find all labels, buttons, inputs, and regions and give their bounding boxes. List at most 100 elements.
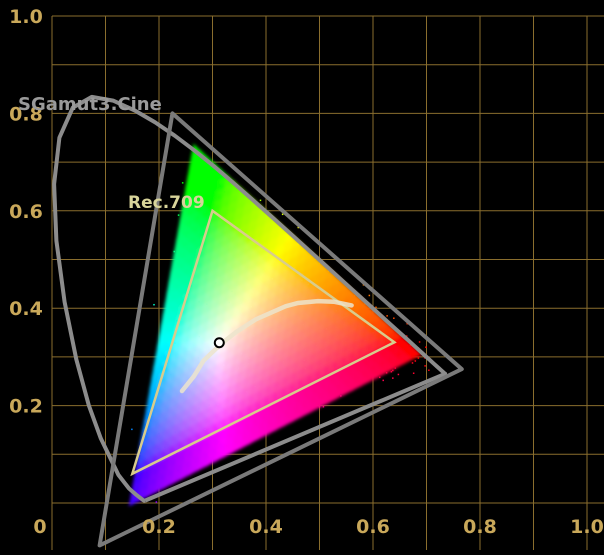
cloud-speck bbox=[291, 405, 293, 407]
cloud-speck bbox=[250, 305, 253, 308]
cloud-speck bbox=[214, 282, 217, 284]
cloud-speck bbox=[156, 458, 158, 460]
cloud-speck bbox=[345, 374, 347, 376]
cloud-speck bbox=[164, 446, 166, 449]
cloud-speck bbox=[219, 394, 222, 396]
cloud-speck bbox=[278, 353, 280, 356]
cloud-speck bbox=[368, 367, 371, 370]
cloud-speck bbox=[342, 323, 345, 326]
sgamut3-cine-triangle bbox=[97, 111, 464, 548]
rec709-label: Rec.709 bbox=[128, 193, 205, 213]
cloud-speck bbox=[171, 285, 174, 287]
cloud-speck bbox=[265, 366, 268, 369]
cloud-speck bbox=[176, 469, 179, 472]
cloud-speck bbox=[329, 323, 331, 326]
cloud-speck bbox=[153, 303, 155, 306]
cloud-speck bbox=[321, 276, 323, 279]
cloud-speck bbox=[352, 375, 355, 377]
cloud-speck bbox=[246, 390, 248, 393]
cloud-speck bbox=[144, 457, 146, 460]
cloud-speck bbox=[428, 369, 430, 371]
cloud-speck bbox=[204, 428, 206, 431]
cloud-speck bbox=[327, 270, 330, 272]
cloud-speck bbox=[343, 316, 345, 318]
cloud-speck bbox=[406, 322, 408, 325]
cloud-speck bbox=[324, 284, 326, 286]
cloud-speck bbox=[365, 365, 368, 367]
cloud-speck bbox=[397, 373, 400, 376]
cloud-speck bbox=[315, 344, 318, 347]
cloud-speck bbox=[226, 209, 229, 211]
cloud-speck bbox=[326, 282, 329, 285]
cloud-speck bbox=[392, 369, 394, 372]
cloud-speck bbox=[155, 501, 158, 503]
cloud-speck bbox=[304, 367, 307, 370]
cloud-speck bbox=[342, 388, 344, 391]
cloud-speck bbox=[394, 351, 397, 354]
x-tick-label: 0.4 bbox=[249, 516, 283, 538]
cloud-speck bbox=[174, 431, 176, 434]
cloud-speck bbox=[340, 374, 342, 376]
cloud-speck bbox=[346, 336, 348, 338]
cloud-speck bbox=[338, 309, 341, 312]
spectral-locus bbox=[52, 94, 448, 503]
cloud-speck bbox=[310, 348, 313, 351]
cloud-speck bbox=[341, 317, 344, 319]
cloud-speck bbox=[409, 353, 412, 355]
cloud-speck bbox=[235, 411, 237, 414]
cloud-speck bbox=[351, 365, 354, 367]
cloud-speck bbox=[331, 374, 333, 377]
cloud-speck bbox=[291, 263, 293, 265]
cloud-speck bbox=[393, 358, 395, 360]
cloud-speck bbox=[326, 336, 329, 338]
cloud-speck bbox=[392, 363, 395, 365]
cloud-speck bbox=[297, 226, 300, 229]
cloud-speck bbox=[158, 432, 160, 435]
cloud-speck bbox=[308, 270, 311, 272]
cloud-speck bbox=[303, 359, 306, 362]
cloud-speck bbox=[336, 334, 338, 336]
cloud-speck bbox=[199, 202, 201, 204]
cloud-speck bbox=[318, 383, 321, 386]
cloud-speck bbox=[418, 341, 421, 343]
cloud-speck bbox=[259, 199, 262, 202]
cloud-speck bbox=[292, 368, 294, 370]
x-tick-label: 0.2 bbox=[142, 516, 176, 538]
cloud-speck bbox=[394, 367, 397, 369]
cloud-speck bbox=[245, 411, 247, 413]
cloud-speck bbox=[228, 301, 230, 304]
cloud-speck bbox=[181, 182, 184, 184]
cloud-speck bbox=[176, 452, 178, 454]
cloud-speck bbox=[389, 351, 392, 354]
cloud-speck bbox=[211, 417, 214, 420]
cloud-speck bbox=[178, 465, 181, 467]
cloud-speck bbox=[200, 379, 203, 381]
cloud-speck bbox=[402, 348, 404, 351]
cloud-speck bbox=[312, 309, 314, 311]
cloud-speck bbox=[172, 461, 174, 464]
cloud-speck bbox=[364, 339, 366, 342]
white-point-marker bbox=[213, 337, 225, 349]
cloud-speck bbox=[354, 339, 357, 342]
cloud-speck bbox=[289, 326, 292, 329]
cloud-speck bbox=[360, 311, 362, 313]
cloud-speck bbox=[194, 349, 196, 352]
cloud-speck bbox=[356, 339, 358, 342]
cloud-speck bbox=[135, 478, 137, 480]
cloud-speck bbox=[335, 383, 338, 385]
cloud-speck bbox=[378, 370, 380, 373]
cloud-speck bbox=[313, 402, 316, 404]
planckian-locus bbox=[179, 298, 354, 394]
cloud-speck bbox=[408, 349, 410, 351]
cloud-speck bbox=[246, 392, 249, 394]
cloud-speck bbox=[175, 320, 178, 322]
cloud-speck bbox=[247, 362, 249, 365]
cloud-speck bbox=[318, 406, 321, 408]
cloud-speck bbox=[367, 352, 369, 355]
cloud-speck bbox=[307, 283, 309, 286]
cloud-speck bbox=[425, 346, 427, 348]
cloud-speck bbox=[382, 341, 385, 344]
cloud-speck bbox=[222, 364, 225, 366]
sgamut-label: SGamut3.Cine bbox=[18, 94, 162, 115]
